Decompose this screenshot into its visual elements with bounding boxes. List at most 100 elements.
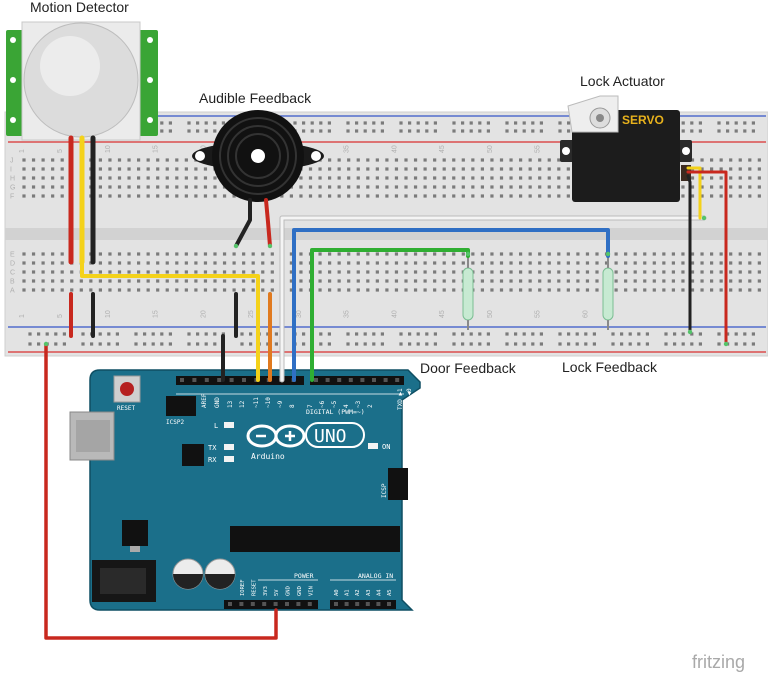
led-tx-label: TX: [208, 444, 217, 452]
buzzer: [192, 110, 324, 202]
pin-label-rxd: RXD ◀0: [406, 388, 413, 410]
led-on: [368, 443, 378, 449]
pin-label: A5: [387, 589, 393, 596]
servo: SERVO: [560, 95, 692, 202]
microcontroller: [230, 526, 400, 552]
analog-header: [330, 600, 396, 609]
pin-label: 2: [367, 404, 374, 408]
pin-label-gnd: GND: [214, 397, 221, 408]
column-number: 15: [153, 145, 160, 153]
led-l-label: L: [214, 422, 218, 430]
analog-in-label: ANALOG IN: [358, 572, 393, 580]
column-number: 1: [19, 149, 26, 153]
pin-label: 8: [289, 404, 296, 408]
pin-label: ~10: [265, 397, 272, 408]
arduino-brand: Arduino: [251, 452, 285, 461]
fritzing-watermark: fritzing: [692, 652, 745, 672]
pin-label: 3V3: [263, 586, 269, 596]
column-number: 30: [296, 310, 303, 318]
pin-label: VIN: [308, 586, 314, 596]
breadboard-holes: [22, 121, 761, 346]
column-number: 60: [582, 310, 589, 318]
pin-label: A3: [366, 589, 372, 596]
pin-label: A0: [334, 589, 340, 596]
uno-badge: [305, 422, 365, 448]
pin-label-aref: AREF: [201, 393, 208, 408]
column-number: 50: [487, 145, 494, 153]
lock-reed-switch: [602, 256, 614, 330]
row-letter: I: [10, 167, 12, 174]
icsp2-label: ICSP2: [166, 419, 184, 426]
column-number: 45: [439, 145, 446, 153]
digital-label: DIGITAL (PWM=~): [306, 408, 365, 416]
digital-header-left: [176, 376, 304, 385]
row-letter: G: [10, 185, 15, 192]
row-letter: D: [10, 261, 15, 268]
led-rx: [224, 456, 234, 462]
icsp-header: [388, 468, 408, 500]
pin-label: 7: [307, 404, 314, 408]
voltage-regulator: [122, 520, 148, 546]
servo-lead-yellow: [686, 166, 702, 220]
row-letter: A: [10, 288, 15, 295]
column-number: 5: [57, 314, 64, 318]
usb-chip: [182, 444, 204, 466]
column-number: 25: [248, 310, 255, 318]
lock-feedback-wire: [292, 228, 610, 382]
power-5v-wire: [44, 342, 278, 640]
pin-label: 12: [239, 400, 246, 408]
row-letter: E: [10, 252, 15, 259]
servo-power-wire: [686, 170, 728, 346]
led-rx-label: RX: [208, 456, 217, 464]
led-l: [224, 422, 234, 428]
pin-label: 4: [343, 404, 350, 408]
label-door-feedback: Door Feedback: [420, 360, 517, 376]
column-number: 10: [105, 310, 112, 318]
door-reed-switch: [462, 256, 474, 330]
label-lock-actuator: Lock Actuator: [580, 73, 665, 89]
servo-signal-wire: [280, 216, 706, 382]
column-number: 15: [153, 310, 160, 318]
arduino-logo: [246, 424, 306, 448]
row-letter: F: [10, 194, 14, 201]
column-number: 20: [200, 310, 207, 318]
label-lock-feedback: Lock Feedback: [562, 359, 658, 375]
uno-text: UNO: [314, 426, 347, 447]
pin-label: ~11: [253, 397, 260, 408]
wire-endpoints: [43, 215, 729, 347]
column-number: 55: [535, 145, 542, 153]
row-letter: J: [10, 158, 14, 165]
icsp-label: ICSP: [381, 483, 388, 498]
breadboard-column-numbers: 1155101015152020252530303535404045455050…: [19, 145, 589, 318]
column-number: 45: [439, 310, 446, 318]
pin-label: 5V: [274, 589, 280, 596]
buzzer-neg-leg: [234, 198, 252, 248]
power-label: POWER: [294, 572, 314, 580]
led-on-label: ON: [382, 443, 390, 451]
row-letter: C: [10, 270, 15, 277]
digital-header-right: [310, 376, 404, 385]
column-number: 40: [391, 145, 398, 153]
column-number: 5: [57, 149, 64, 153]
label-audible-feedback: Audible Feedback: [199, 90, 312, 106]
pin-label: A1: [345, 589, 351, 596]
reset-label: RESET: [117, 405, 135, 412]
pin-label: A2: [355, 589, 361, 596]
buzzer-pos-leg: [264, 198, 272, 248]
pin-label: GND: [297, 586, 303, 596]
motion-detector: [6, 21, 158, 141]
pin-label: ~6: [319, 400, 326, 408]
pin-label-txd: TXD ▶1: [397, 388, 404, 410]
column-number: 50: [487, 310, 494, 318]
pin-label: ~9: [277, 400, 284, 408]
pin-label: IOREF: [240, 579, 246, 596]
pin-label: A4: [376, 589, 382, 596]
column-number: 35: [344, 145, 351, 153]
servo-ground-wire: [686, 174, 692, 334]
icsp2-header: [166, 396, 196, 416]
column-number: 35: [344, 310, 351, 318]
buzzer-hole: [251, 149, 265, 163]
